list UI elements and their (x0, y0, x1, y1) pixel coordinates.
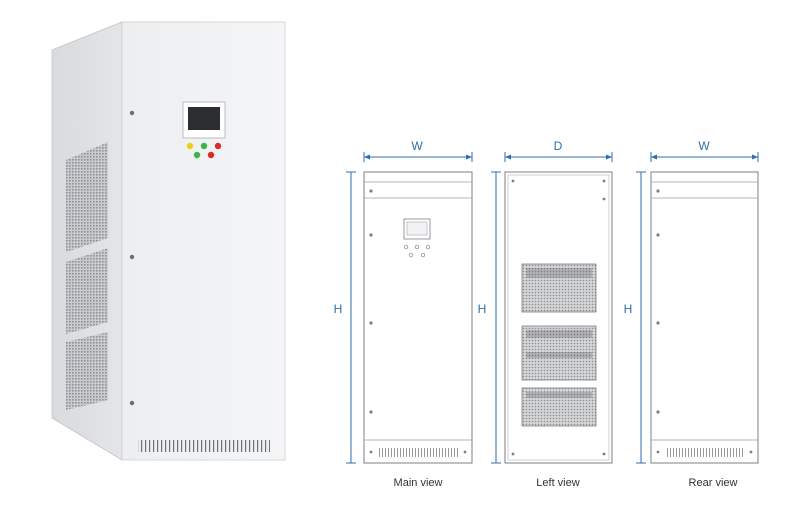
led-yellow-icon (186, 142, 194, 150)
main-view-drawing: W H Main view (334, 139, 473, 489)
screw (602, 179, 606, 183)
screw (369, 233, 373, 237)
screw (602, 452, 606, 456)
screw (369, 410, 373, 414)
display-screen (188, 107, 220, 130)
led-green-icon (200, 142, 208, 150)
screw (463, 450, 467, 454)
display-screen (406, 221, 428, 236)
led-icon (420, 252, 426, 258)
screw (749, 450, 753, 454)
inner-frame (507, 174, 610, 461)
bottom-vent (378, 448, 458, 457)
width-label: W (698, 139, 710, 153)
main-view-outline (363, 171, 473, 464)
screw (656, 189, 660, 193)
side-vent-top (66, 142, 108, 252)
led-icon (403, 244, 409, 250)
rear-view-drawing: W H Rear view (624, 139, 759, 489)
screw (511, 179, 515, 183)
cabinet-front (121, 21, 286, 461)
bottom-vent (665, 448, 745, 457)
side-vent-middle (66, 248, 108, 334)
led-red-icon (214, 142, 222, 150)
arrow-right-icon (606, 154, 612, 160)
arrow-right-icon (466, 154, 472, 160)
front-bottom-vent (138, 440, 270, 452)
height-label: H (334, 302, 343, 316)
screw (656, 233, 660, 237)
arrow-left-icon (651, 154, 657, 160)
led-icon (414, 244, 420, 250)
screw (602, 197, 606, 201)
cabinet-photo (51, 21, 286, 461)
side-vent-top (521, 263, 597, 313)
screw (511, 452, 515, 456)
led-icon (408, 252, 414, 258)
screw (656, 410, 660, 414)
height-label: H (624, 302, 633, 316)
height-label: H (478, 302, 487, 316)
door-screw (129, 400, 135, 406)
led-red-icon (207, 151, 215, 159)
vent-rail (526, 392, 592, 398)
depth-label: D (554, 139, 563, 153)
main-view-caption: Main view (394, 477, 443, 489)
screw (369, 321, 373, 325)
width-label: W (411, 139, 423, 153)
door-screw (129, 254, 135, 260)
led-icon (425, 244, 431, 250)
side-vent-bottom (521, 387, 597, 427)
side-vent-middle (521, 325, 597, 381)
led-green-icon (193, 151, 201, 159)
arrow-left-icon (364, 154, 370, 160)
side-vent-bottom (66, 332, 108, 410)
screw (369, 189, 373, 193)
screw (369, 450, 373, 454)
screw (656, 450, 660, 454)
left-view-caption: Left view (536, 477, 579, 489)
arrow-left-icon (505, 154, 511, 160)
left-view-drawing: D H Left view (478, 139, 613, 489)
screw (656, 321, 660, 325)
rear-view-caption: Rear view (689, 477, 738, 489)
rear-view-outline (650, 171, 759, 464)
door-screw (129, 110, 135, 116)
vent-rail (526, 352, 592, 358)
vent-rail (526, 268, 592, 278)
vent-rail (526, 330, 592, 338)
arrow-right-icon (752, 154, 758, 160)
